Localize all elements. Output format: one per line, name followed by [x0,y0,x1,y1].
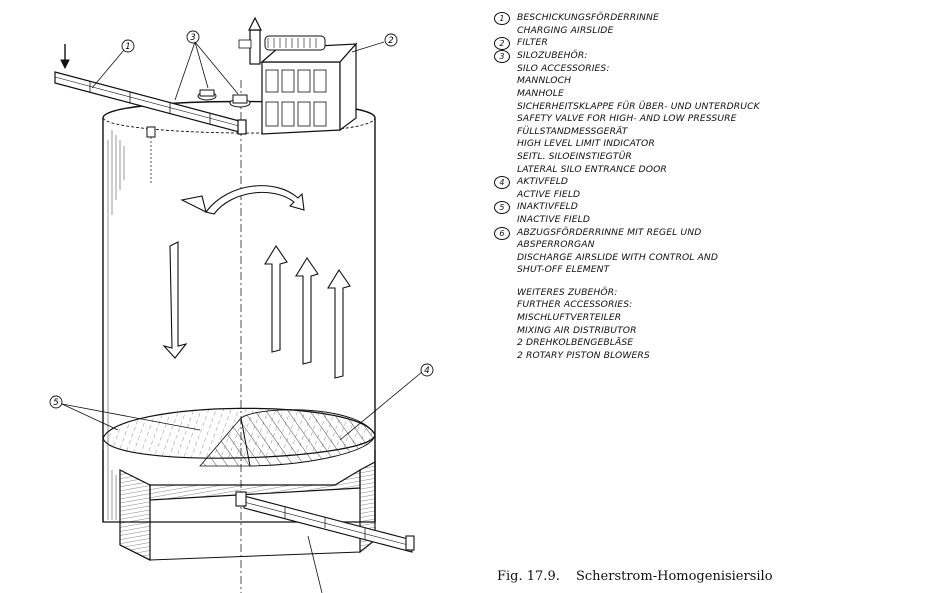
up-flow-arrow-1 [264,244,288,353]
silo-left-shading [107,130,125,520]
legend-num-5: 5 [494,201,510,215]
legend-num-2: 2 [494,37,510,51]
legend-text: WEITERES ZUBEHÖR: [517,286,618,298]
legend-text: SEITL. SILOEINSTIEGTÜR [517,150,632,162]
legend-text: ABSPERRORGAN [517,239,595,251]
callout-5: 5 [49,395,63,409]
input-arrow [60,44,70,70]
callout-3: 3 [186,30,200,44]
up-flow-arrow-2 [295,256,319,365]
legend-num-3: 3 [494,50,510,64]
legend-text: 2 ROTARY PISTON BLOWERS [517,349,650,361]
legend-item-3: 3 SILOZUBEHÖR: SILO ACCESSORIES: MANNLOC… [494,50,924,176]
svg-text:1: 1 [125,42,130,52]
legend-text: FÜLLSTANDMESSGERÄT [517,125,628,137]
legend-text: AKTIVFELD [517,176,569,188]
figure-title: Scherstrom-Homogenisiersilo [575,569,773,584]
rotation-arrow [180,185,305,215]
legend-num-6: 6 [494,226,510,240]
legend-text: SILOZUBEHÖR: [517,50,588,62]
legend-text: ACTIVE FIELD [517,188,581,200]
svg-text:5: 5 [53,398,58,408]
legend-text: CHARGING AIRSLIDE [517,24,614,36]
callout-1: 1 [121,39,135,53]
figure-number: Fig. 17.9. [497,569,560,584]
charging-airslide [54,71,247,135]
legend-item-6: 6 ABZUGSFÖRDERRINNE MIT REGEL UND ABSPER… [494,226,924,277]
legend-text: MIXING AIR DISTRIBUTOR [517,324,637,336]
legend: 1 BESCHICKUNGSFÖRDERRINNE CHARGING AIRSL… [494,12,924,362]
legend-text: FILTER [517,37,548,49]
legend-text: MANHOLE [517,87,564,99]
silo-drawing: 1 3 2 4 5 [49,16,434,593]
legend-text: SICHERHEITSKLAPPE FÜR ÜBER- UND UNTERDRU… [517,100,760,112]
legend-item-2: 2 FILTER [494,37,924,51]
legend-num-1: 1 [494,12,510,25]
legend-item-1: 1 BESCHICKUNGSFÖRDERRINNE CHARGING AIRSL… [494,12,924,37]
figure-caption: Fig. 17.9. Scherstrom-Homogenisiersilo [497,569,773,584]
svg-text:2: 2 [388,36,393,46]
legend-num-4: 4 [494,176,510,190]
legend-text: INACTIVE FIELD [517,213,591,225]
legend-text: INAKTIVFELD [517,201,578,213]
legend-text: LATERAL SILO ENTRANCE DOOR [517,163,667,175]
down-flow-arrow [162,241,188,359]
legend-further: WEITERES ZUBEHÖR: FURTHER ACCESSORIES: M… [494,287,924,363]
legend-item-4: 4 AKTIVFELD ACTIVE FIELD [494,176,924,201]
svg-text:3: 3 [190,33,195,43]
legend-text: HIGH LEVEL LIMIT INDICATOR [517,138,655,150]
legend-text: FURTHER ACCESSORIES: [517,299,633,311]
filter-unit [238,16,358,135]
callout-4: 4 [420,363,434,377]
callout-lines [61,41,423,593]
discharge-airslide [235,491,415,553]
legend-text: SHUT-OFF ELEMENT [517,264,610,276]
legend-item-5: 5 INAKTIVFELD INACTIVE FIELD [494,201,924,226]
callout-2: 2 [384,33,398,47]
legend-text: SAFETY VALVE FOR HIGH- AND LOW PRESSURE [517,113,737,125]
legend-text: MANNLOCH [517,75,572,87]
aeration-bottom [102,407,376,467]
up-flow-arrow-3 [327,268,351,379]
silo-accessories [146,89,251,185]
svg-text:4: 4 [424,366,429,376]
legend-text: 2 DREHKOLBENGEBLÄSE [517,337,634,349]
legend-text: DISCHARGE AIRSLIDE WITH CONTROL AND [517,251,719,263]
legend-text: SILO ACCESSORIES: [517,62,610,74]
legend-text: MISCHLUFTVERTEILER [517,312,622,324]
legend-text: BESCHICKUNGSFÖRDERRINNE [517,12,659,23]
legend-text: ABZUGSFÖRDERRINNE MIT REGEL UND [517,226,702,238]
